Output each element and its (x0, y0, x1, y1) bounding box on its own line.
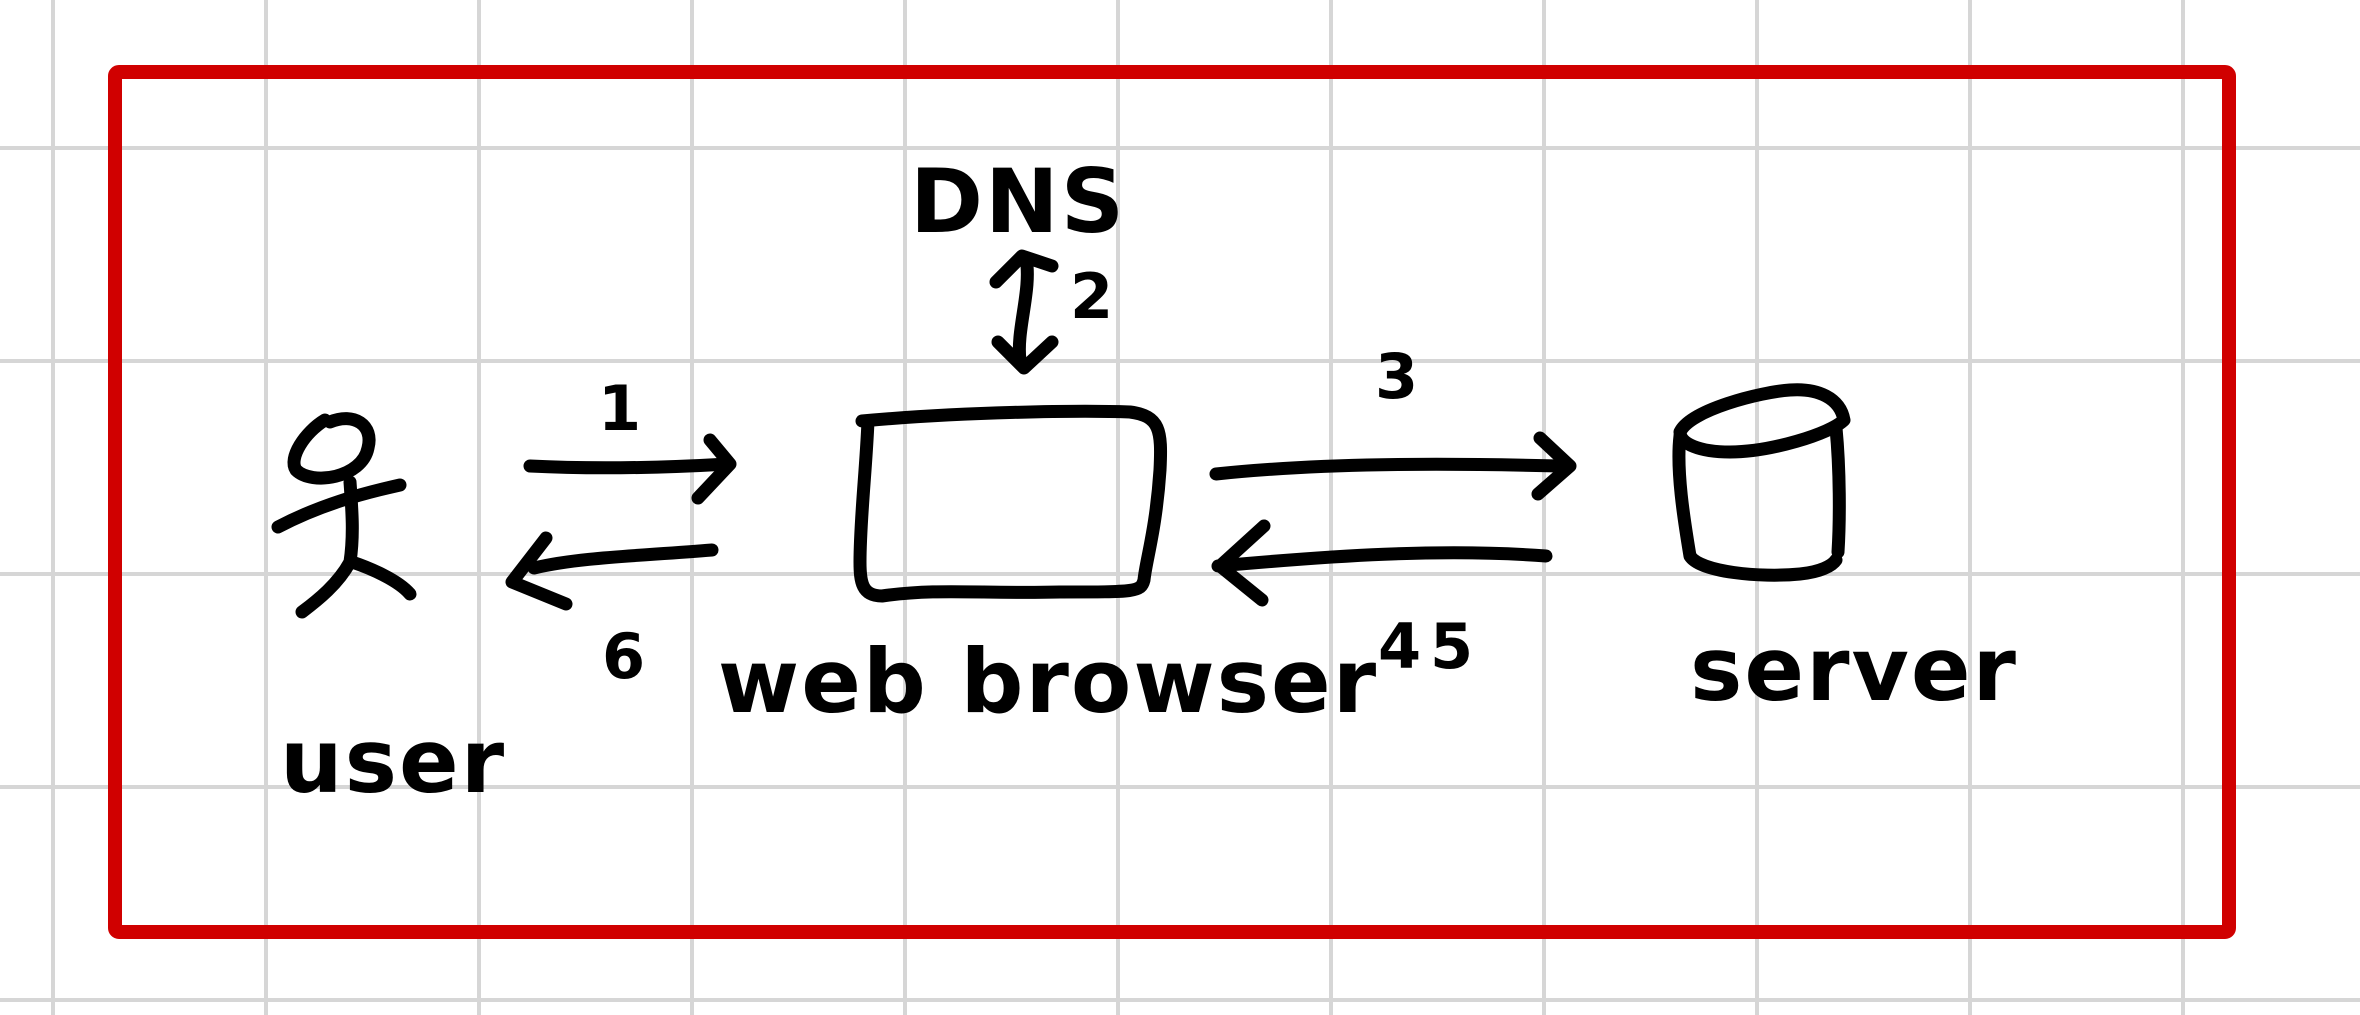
frame-border (108, 65, 2236, 939)
step-label-browser-to-user: 6 (602, 620, 645, 693)
user-label: user (280, 710, 506, 813)
step-label-dns-to-browser: 3 (1375, 340, 1418, 413)
step-label-browser-to-server: 4 (1378, 610, 1421, 683)
step-label-server-to-browser: 5 (1430, 610, 1473, 683)
arrow-browser-to-server (1209, 431, 1577, 501)
arrow-dns-browser (989, 249, 1059, 375)
dns-label: DNS (910, 150, 1126, 253)
browser-window-shape (853, 404, 1168, 603)
server-label: server (1690, 618, 2018, 721)
user-figure-icon (271, 412, 417, 619)
arrow-server-to-browser (1211, 519, 1553, 607)
browser-label: web browser (718, 630, 1378, 733)
server-cylinder-icon (1672, 383, 1851, 582)
step-label-browser-to-dns: 2 (1070, 260, 1113, 333)
arrow-browser-to-user (505, 531, 719, 611)
step-label-user-to-browser: 1 (598, 372, 641, 445)
arrow-user-to-browser (523, 433, 737, 505)
